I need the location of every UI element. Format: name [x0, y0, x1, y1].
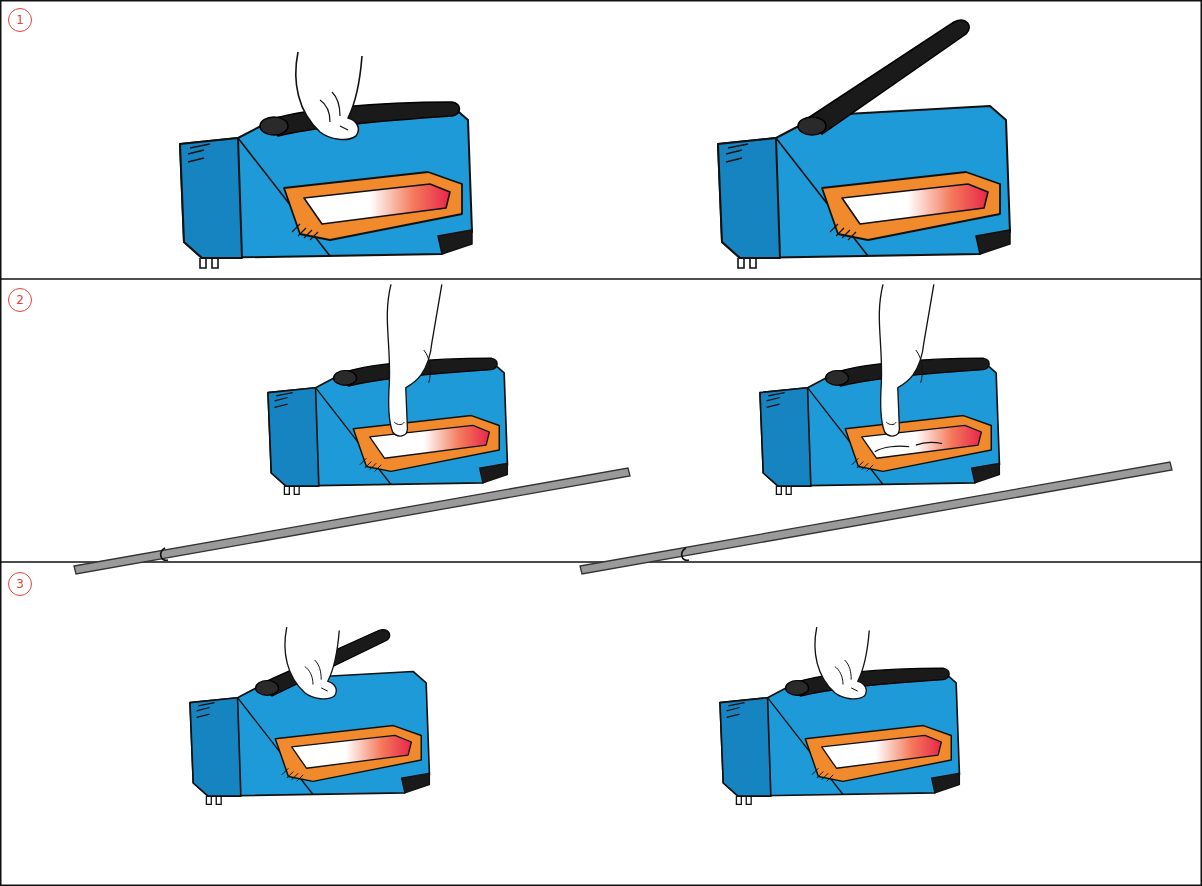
staple-gun	[720, 627, 959, 804]
callout-circle: 1	[8, 8, 32, 32]
staple-gun	[268, 284, 507, 494]
staple-gun	[190, 627, 429, 804]
callout-number: 2	[16, 294, 24, 306]
callout-circle: 3	[8, 572, 32, 596]
callout-circle: 2	[8, 288, 32, 312]
panel-divider	[0, 278, 1202, 280]
callout-number: 3	[16, 578, 24, 590]
staple-gun	[718, 20, 1010, 268]
workpiece-rod	[74, 462, 1172, 574]
staple-gun	[760, 284, 999, 494]
callout-number: 1	[16, 14, 24, 26]
staple-gun	[180, 52, 472, 268]
